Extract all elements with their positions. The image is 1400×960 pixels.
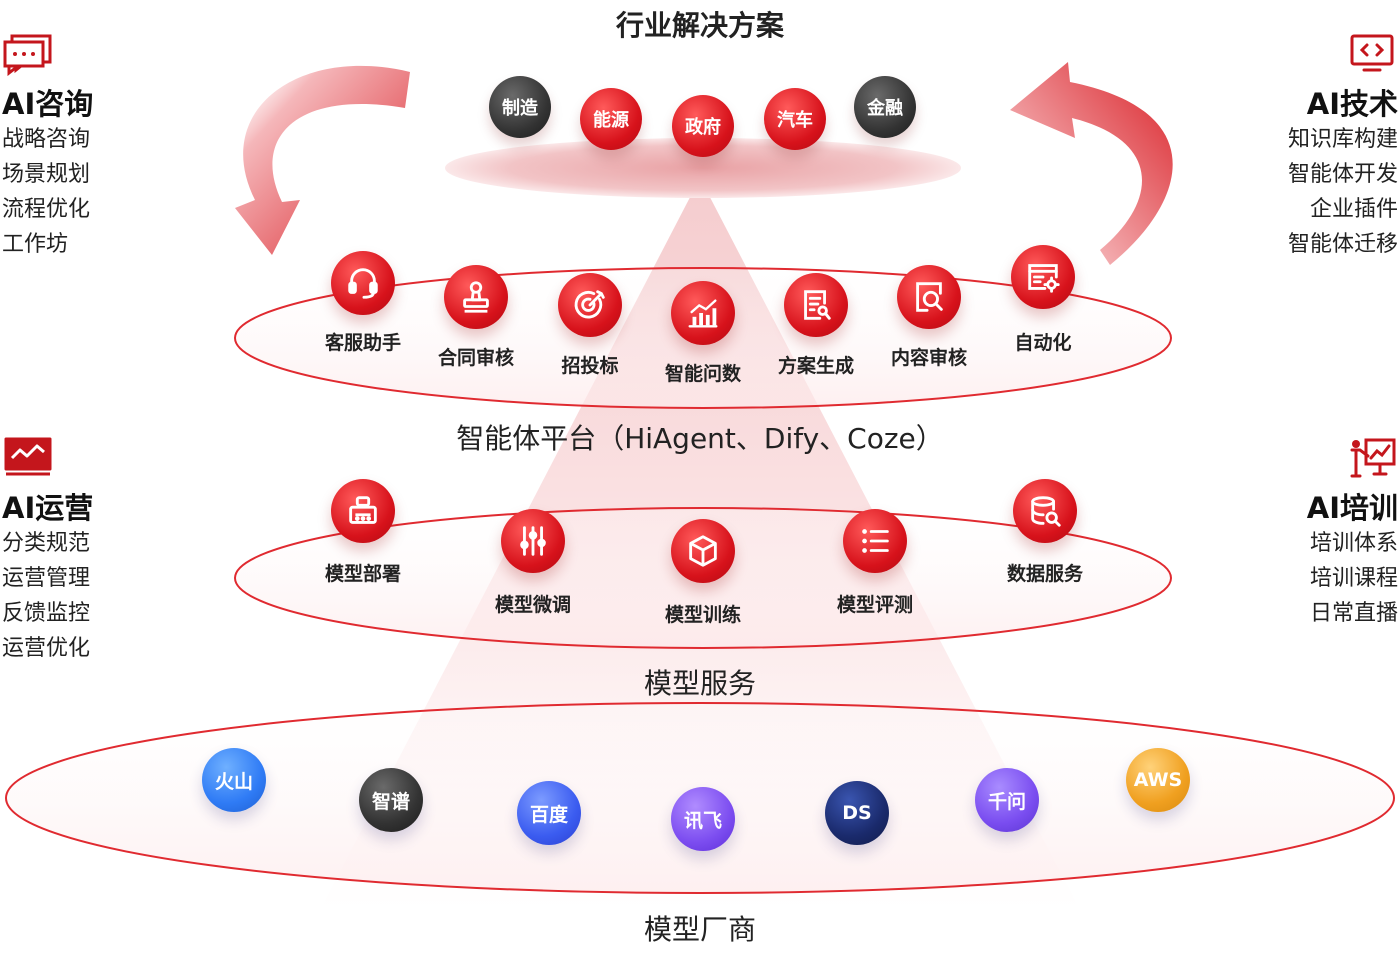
ai-operations-panel: AI运营 分类规范 运营管理 反馈监控 运营优化 [2,436,202,666]
ai-consulting-item: 流程优化 [2,197,91,222]
document-search-icon [804,290,831,320]
vendor-aws[interactable]: AWS [1126,748,1190,812]
headset-icon [348,268,378,299]
model-evaluation-item[interactable] [843,509,907,573]
target-icon [574,290,605,319]
ai-consulting-item: 场景规划 [2,162,91,187]
vendor-deepseek[interactable]: DS [825,781,889,845]
database-icon [1031,496,1061,527]
bidding-label: 招投标 [561,355,619,377]
industry-title: 行业解决方案 [615,9,784,42]
model-evaluation-label: 模型评测 [836,594,913,616]
ai-consulting-panel: AI咨询 战略咨询 场景规划 流程优化 工作坊 [2,32,202,262]
industry-item-finance[interactable]: 金融 [854,76,916,138]
content-review-label: 内容审核 [890,347,967,369]
customer-service-label: 客服助手 [324,332,401,354]
industry-item-automotive[interactable]: 汽车 [764,88,826,150]
gear-window-icon [1028,264,1060,293]
chat-bubble-icon [3,34,52,77]
agent-platform-title: 智能体平台（HiAgent、Dify、Coze） [456,422,944,455]
ai-consulting-item: 战略咨询 [2,127,91,152]
industry-item-energy[interactable]: 能源 [580,88,642,150]
contract-review-label: 合同审核 [437,347,514,369]
bidding-app[interactable] [558,273,622,337]
ai-operations-item: 运营管理 [2,566,91,591]
magnifier-document-icon [916,282,943,312]
ai-training-item: 培训体系 [1309,531,1398,556]
model-finetune-item[interactable] [501,509,565,573]
presenter-board-icon [1350,438,1396,478]
ai-training-title: AI培训 [1306,491,1398,525]
ai-operations-title: AI运营 [2,491,94,525]
industry-item-government[interactable]: 政府 [672,95,734,157]
vendor-zhipu[interactable]: 智谱 [359,768,423,832]
ai-consulting-title: AI咨询 [2,87,94,121]
left-curved-arrow [235,65,410,255]
stamp-icon [463,281,489,313]
code-window-icon [1350,34,1394,72]
ai-operations-item: 运营优化 [2,636,91,661]
content-review-app[interactable] [897,265,961,329]
ai-technology-panel: AI技术 知识库构建 智能体开发 企业插件 智能体迁移 [1198,32,1398,262]
model-deploy-item[interactable] [331,479,395,543]
ai-technology-title: AI技术 [1306,87,1398,121]
model-deploy-label: 模型部署 [324,563,401,585]
data-service-label: 数据服务 [1006,563,1083,585]
robot-icon [349,496,377,524]
automation-label: 自动化 [1014,332,1072,354]
ai-technology-item: 智能体开发 [1287,162,1398,187]
model-service-title: 模型服务 [643,667,756,700]
ai-technology-item: 企业插件 [1309,197,1398,222]
proposal-generation-app[interactable] [784,273,848,337]
industry-item-manufacturing[interactable]: 制造 [489,76,551,138]
ai-operations-item: 分类规范 [2,531,91,556]
monitor-chart-icon [4,437,52,476]
ai-operations-item: 反馈监控 [2,601,91,626]
ai-consulting-item: 工作坊 [2,232,69,257]
ai-technology-item: 智能体迁移 [1287,232,1398,257]
smart-data-query-app[interactable] [671,281,735,345]
vendor-qwen[interactable]: 千问 [975,768,1039,832]
ai-technology-item: 知识库构建 [1287,127,1398,152]
right-curved-arrow [1010,62,1173,265]
chart-icon [688,299,718,328]
vendor-iflytek[interactable]: 讯飞 [671,787,735,851]
automation-app[interactable] [1011,245,1075,309]
cube-icon [689,535,717,567]
ai-training-panel: AI培训 培训体系 培训课程 日常直播 [1198,436,1398,631]
ai-training-item: 日常直播 [1309,601,1398,626]
sliders-icon [520,526,546,556]
smart-data-query-label: 智能问数 [664,363,741,385]
data-service-item[interactable] [1013,479,1077,543]
ai-training-item: 培训课程 [1309,566,1398,591]
model-finetune-label: 模型微调 [494,594,571,616]
industry-disk [445,138,961,198]
proposal-generation-label: 方案生成 [777,355,854,377]
model-training-label: 模型训练 [664,604,741,626]
vendors-title: 模型厂商 [643,913,756,946]
model-training-item[interactable] [671,519,735,583]
contract-review-app[interactable] [444,265,508,329]
vendor-volcano[interactable]: 火山 [202,748,266,812]
customer-service-app[interactable] [331,251,395,315]
vendor-baidu[interactable]: 百度 [517,781,581,845]
checklist-icon [862,529,889,553]
